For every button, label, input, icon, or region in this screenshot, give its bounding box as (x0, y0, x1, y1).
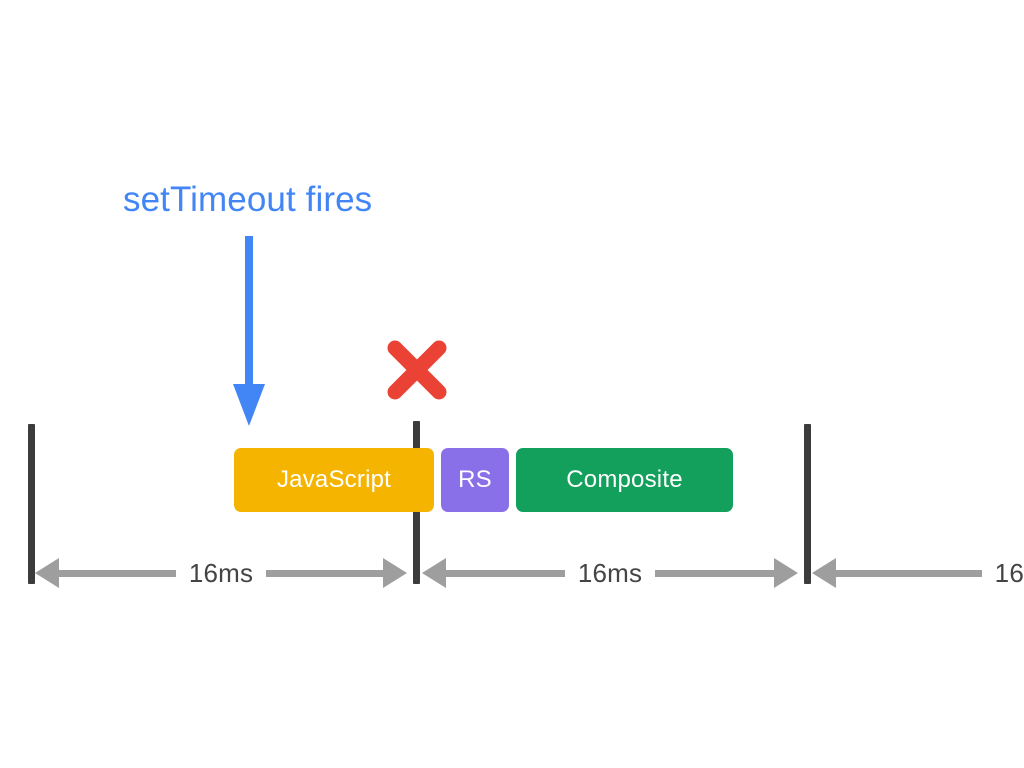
task-bar-label: Composite (566, 466, 683, 493)
measurement-label: 16 (994, 557, 1024, 588)
arrow-line (59, 569, 176, 577)
arrow-line (446, 569, 565, 577)
arrow-head-left-icon (812, 558, 836, 588)
settimeout-down-arrow (228, 236, 270, 426)
measurement-16ms-second: 16ms (422, 555, 799, 591)
task-bar-composite[interactable]: Composite (516, 448, 733, 512)
task-bar-rs[interactable]: RS (441, 448, 509, 512)
measurement-16ms-third-truncated: 16 (812, 555, 1024, 591)
arrow-line (266, 569, 384, 577)
measurement-16ms-first: 16ms (35, 555, 408, 591)
arrow-line (655, 569, 775, 577)
missed-frame-x-icon (385, 338, 449, 402)
arrow-head-right-icon (383, 558, 408, 588)
task-bar-javascript[interactable]: JavaScript (234, 448, 434, 512)
arrow-line (836, 569, 982, 577)
frame-boundary-tick-0 (28, 424, 35, 584)
measurement-label: 16ms (577, 557, 643, 588)
task-bar-label: RS (458, 466, 492, 493)
annotation-label-settimeout: setTimeout fires (123, 180, 373, 219)
frame-boundary-tick-2 (804, 424, 811, 584)
arrow-head-left-icon (35, 558, 59, 588)
task-bar-label: JavaScript (276, 466, 392, 493)
measurement-label: 16ms (188, 557, 254, 588)
arrow-head-right-icon (774, 558, 799, 588)
measurement-row: 16ms 16ms 16 (0, 555, 1024, 591)
arrow-head-left-icon (422, 558, 446, 588)
